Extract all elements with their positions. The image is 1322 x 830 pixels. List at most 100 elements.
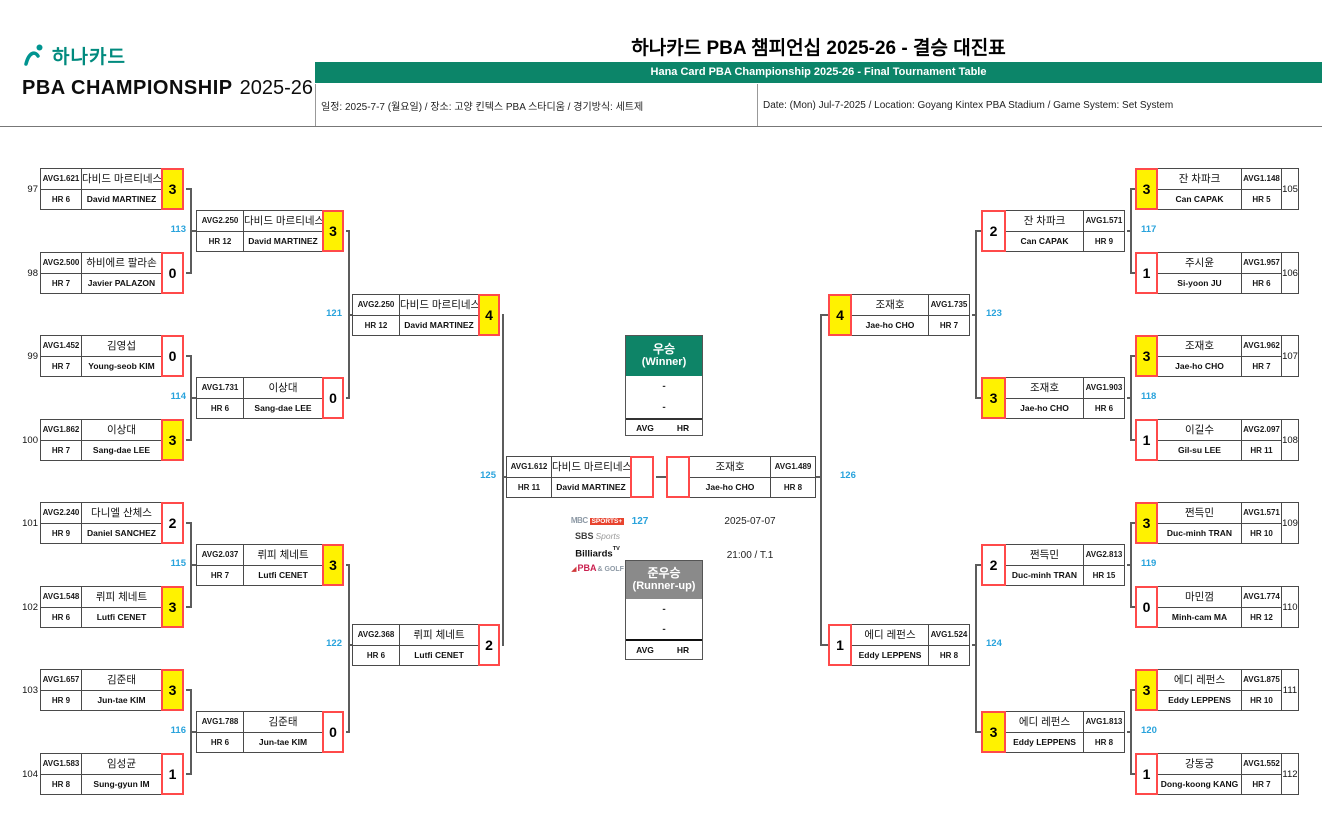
hr-value: HR 7 (210, 571, 230, 581)
player-name-ko: 김영섭 (82, 336, 161, 358)
winner-name-placeholder: - (662, 381, 666, 392)
match-number-label: 124 (986, 638, 1002, 649)
avg-value: AVG1.788 (197, 712, 243, 734)
bracket-line (186, 606, 192, 608)
player-name-en: Eddy LEPPENS (1013, 737, 1076, 748)
avg-value: AVG1.962 (1242, 336, 1281, 358)
player-name-en: David MARTINEZ (404, 320, 474, 331)
player-name-ko: 마민껌 (1158, 587, 1241, 609)
hr-value: HR 7 (51, 446, 71, 456)
avg-value: AVG1.731 (197, 378, 243, 400)
player-name-en: Jun-tae KIM (97, 695, 146, 706)
score-value: 2 (981, 210, 1006, 252)
score-value: 3 (322, 544, 344, 586)
player-name-ko: 강동궁 (1158, 754, 1241, 776)
player-name-ko: 다비드 마르티네스 (82, 169, 161, 191)
hr-value: HR 6 (366, 651, 386, 661)
hr-value: HR 12 (208, 237, 232, 247)
hr-value: HR 6 (1094, 404, 1114, 414)
bracket-line (186, 439, 192, 441)
hr-label: HR (676, 645, 690, 655)
player-name-ko: 조재호 (1158, 336, 1241, 358)
player-name-ko: 이길수 (1158, 420, 1241, 442)
match-number: 112 (1281, 753, 1299, 795)
page-title: 하나카드 PBA 챔피언십 2025-26 - 결승 대진표 (631, 38, 1006, 59)
final-match-date: 2025-07-07 (724, 516, 776, 527)
bracket-line (348, 644, 352, 646)
bracket-line (1130, 773, 1136, 775)
score-value (630, 456, 654, 498)
hr-value: HR 6 (51, 613, 71, 623)
match-number-label: 117 (1141, 224, 1157, 235)
player-name-en: Sang-dae LEE (92, 445, 151, 456)
hr-value: HR 9 (51, 696, 71, 706)
match-number: 99 (27, 350, 38, 362)
player-name-en: Lutfi CENET (96, 612, 147, 623)
player-name-en: Jae-ho CHO (865, 320, 915, 331)
billiards-tv-logo: BilliardsTV (575, 546, 620, 560)
hr-value: HR 10 (1250, 696, 1273, 706)
player-name-ko: 이상대 (244, 378, 322, 400)
bracket-line (656, 476, 666, 478)
player-name-en: Si-yoon JU (1177, 278, 1222, 289)
score-value: 2 (981, 544, 1006, 586)
bracket-line (820, 314, 822, 646)
match-number-label: 116 (170, 725, 186, 736)
runnerup-title-ko: 준우승 (647, 566, 681, 580)
avg-value: AVG1.774 (1242, 587, 1281, 609)
bracket-line (1130, 522, 1136, 524)
pba-golf-logo: PBA& GOLF (545, 558, 650, 576)
avg-value: AVG1.621 (41, 169, 81, 191)
player-name-en: Jae-ho CHO (1020, 403, 1069, 414)
match-number: 103 (22, 684, 38, 696)
player-name-ko: 다비드 마르티네스 (244, 211, 322, 233)
score-value: 1 (1135, 753, 1158, 795)
bracket-line (1130, 439, 1136, 441)
bracket-line (190, 731, 196, 733)
player-name-en: Minh-cam MA (1171, 612, 1228, 623)
bracket-line (1127, 397, 1132, 399)
match-number: 98 (27, 267, 38, 279)
player-name-en: Javier PALAZON (87, 278, 156, 289)
player-name-ko: 조재호 (690, 457, 770, 479)
header-divider (757, 84, 758, 126)
winner-stats-labels: AVG HR (626, 418, 702, 435)
avg-value: AVG2.813 (1084, 545, 1124, 567)
bracket-line (975, 397, 981, 399)
match-number: 100 (22, 434, 38, 446)
avg-value: AVG1.875 (1242, 670, 1281, 692)
player-name-en: Jun-tae KIM (258, 737, 308, 748)
bracket-line (975, 731, 981, 733)
